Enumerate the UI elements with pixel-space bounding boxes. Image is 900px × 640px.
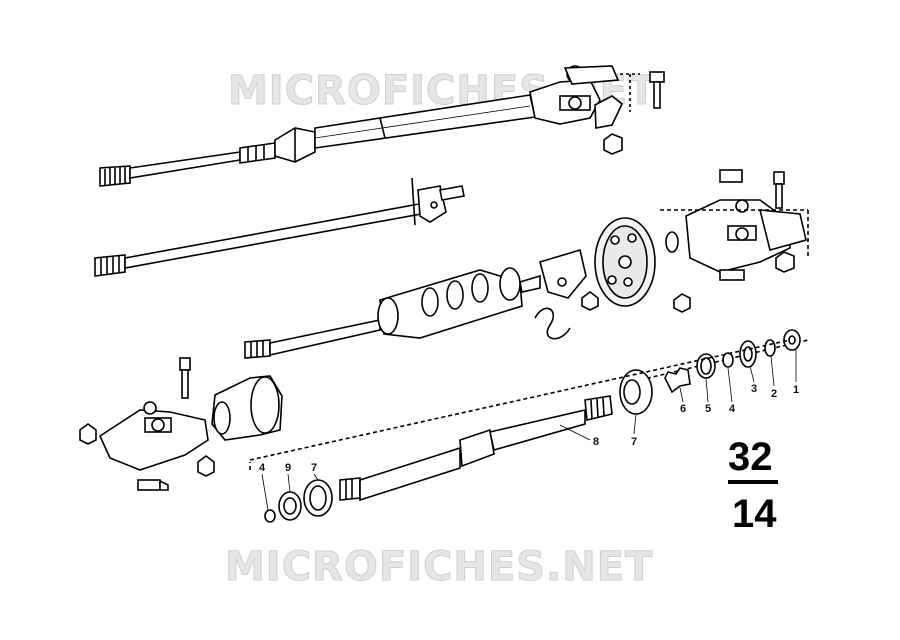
lower-u-joint — [79, 357, 283, 491]
callout-2: 2 — [771, 388, 777, 400]
callout-4: 4 — [729, 403, 736, 415]
steering-shaft-lower — [249, 339, 791, 523]
callout-3: 3 — [751, 383, 757, 395]
steering-shaft-upper — [99, 65, 665, 187]
page-group-number: 32 — [728, 435, 773, 479]
callout-7: 7 — [631, 436, 637, 448]
callout-5: 5 — [705, 403, 711, 415]
steering-shaft-damper — [244, 169, 809, 359]
steering-shaft-inner — [94, 177, 465, 277]
bearing-parts — [619, 329, 809, 415]
callout-7-lower: 7 — [311, 462, 317, 474]
callout-labels: 1 2 3 4 5 6 7 8 4 9 7 — [259, 383, 799, 474]
callout-9: 9 — [285, 462, 291, 474]
page-sheet-number: 14 — [732, 492, 777, 536]
callout-4-lower: 4 — [259, 462, 266, 474]
watermark-bottom: MICROFICHES.NET — [225, 544, 653, 590]
callout-8: 8 — [593, 436, 599, 448]
callout-6: 6 — [680, 403, 686, 415]
leader-lines — [261, 350, 797, 511]
page-number: 32 14 — [728, 435, 778, 536]
callout-1: 1 — [793, 384, 799, 396]
